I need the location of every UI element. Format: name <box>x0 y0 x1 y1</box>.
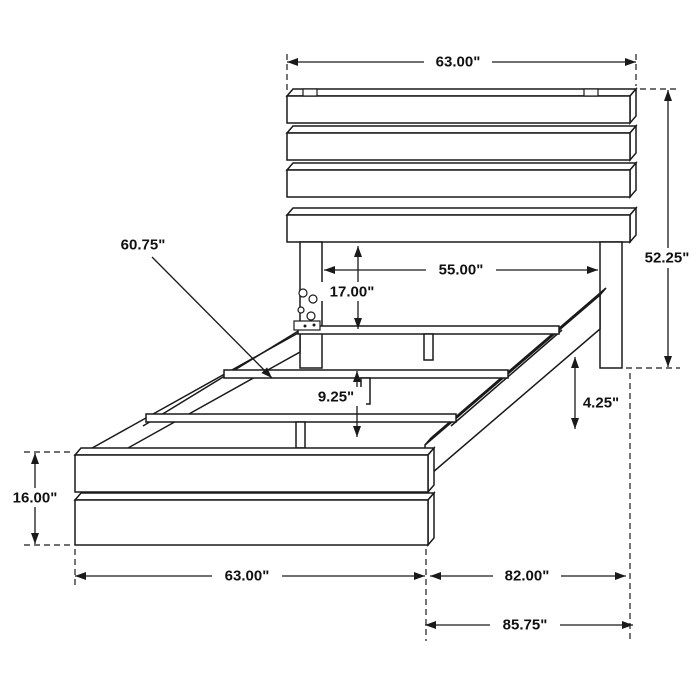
footboard-plank2-top-face <box>73 492 436 501</box>
dim-headboard-height-label: 52.25" <box>645 250 690 267</box>
dim-inner-width-label: 55.00" <box>439 262 484 279</box>
slat1-center-leg <box>423 333 434 361</box>
footboard-plank2-end-face <box>427 490 435 548</box>
headboard-plank4 <box>286 214 631 243</box>
support-slat-3 <box>145 413 457 423</box>
headboard-post-top-right <box>583 88 599 97</box>
dim-footboard-width: 63.00" <box>74 549 427 641</box>
headboard-leg-right <box>599 241 623 369</box>
dim-footboard-height-label: 16.00" <box>13 490 58 507</box>
headboard-post-top-left <box>302 88 318 97</box>
headboard-plank4-top-face <box>285 207 638 216</box>
dim-rail-height-label: 9.25" <box>318 389 354 406</box>
label-mask <box>424 52 492 72</box>
dim-frame-length-label: 82.00" <box>505 568 550 585</box>
side-rail-right <box>424 293 601 481</box>
bracket-plate <box>293 320 321 331</box>
headboard <box>285 86 638 369</box>
dim-overall-length-label: 85.75" <box>503 617 548 634</box>
dim-headboard-clearance: 17.00" <box>320 246 384 329</box>
slat3-center-leg <box>295 421 306 449</box>
headboard-plank1 <box>286 95 631 124</box>
rail-cleat-left <box>142 329 301 427</box>
dim-headboard-height: 52.25" <box>626 88 696 369</box>
support-slat-2 <box>223 369 509 379</box>
dim-rail-lip: 4.25" <box>571 357 619 429</box>
dim-rail-lip-label: 4.25" <box>583 395 619 412</box>
dim-overall-length: 85.75" <box>425 615 633 635</box>
label-mask <box>306 387 366 406</box>
dim-footboard-height: 16.00" <box>5 451 70 546</box>
bolt-icon <box>308 294 318 304</box>
headboard-plank2-end-face <box>629 123 637 163</box>
label-mask <box>490 615 560 635</box>
rail-bracket-hardware <box>293 288 321 331</box>
bolt-icon <box>298 288 308 298</box>
headboard-plank2-top-face <box>285 125 638 134</box>
dim-side-rail-length: 60.75" <box>121 237 273 379</box>
headboard-plank3-end-face <box>629 160 637 200</box>
headboard-leg-left <box>299 241 323 369</box>
headboard-plank3 <box>286 169 631 198</box>
label-mask <box>426 260 496 280</box>
dim-rail-height: 9.25" <box>306 371 366 437</box>
dim-side-rail-length-label: 60.75" <box>121 237 166 254</box>
bolt-icon <box>297 306 305 314</box>
headboard-plank3-top-face <box>285 162 638 171</box>
headboard-plank1-end-face <box>629 86 637 126</box>
dim-headboard-width-label: 63.00" <box>436 54 481 71</box>
label-mask <box>493 566 561 586</box>
dim-headboard-width: 63.00" <box>286 52 637 91</box>
footboard-plank2 <box>74 499 429 546</box>
support-slat-1 <box>297 325 560 335</box>
dim-inner-width: 55.00" <box>324 260 598 280</box>
label-mask <box>212 566 282 586</box>
dim-footboard-width-label: 63.00" <box>225 568 270 585</box>
headboard-plank2 <box>286 132 631 161</box>
dim-headboard-clearance-label: 17.00" <box>330 284 375 301</box>
label-mask <box>320 282 384 301</box>
footboard-plank1 <box>74 454 429 493</box>
screw-dot-icon <box>312 323 316 327</box>
label-mask <box>5 488 65 507</box>
footboard-plank1-top-face <box>73 447 436 456</box>
leader-line <box>151 256 273 379</box>
dim-frame-length: 82.00" <box>430 373 631 639</box>
label-mask <box>638 248 696 268</box>
headboard-plank4-end-face <box>629 205 637 245</box>
screw-dot-icon <box>303 324 307 328</box>
bed-frame-rails <box>84 287 607 481</box>
footboard-plank1-end-face <box>427 445 435 495</box>
bolt-icon <box>306 311 316 321</box>
footboard <box>73 445 436 548</box>
